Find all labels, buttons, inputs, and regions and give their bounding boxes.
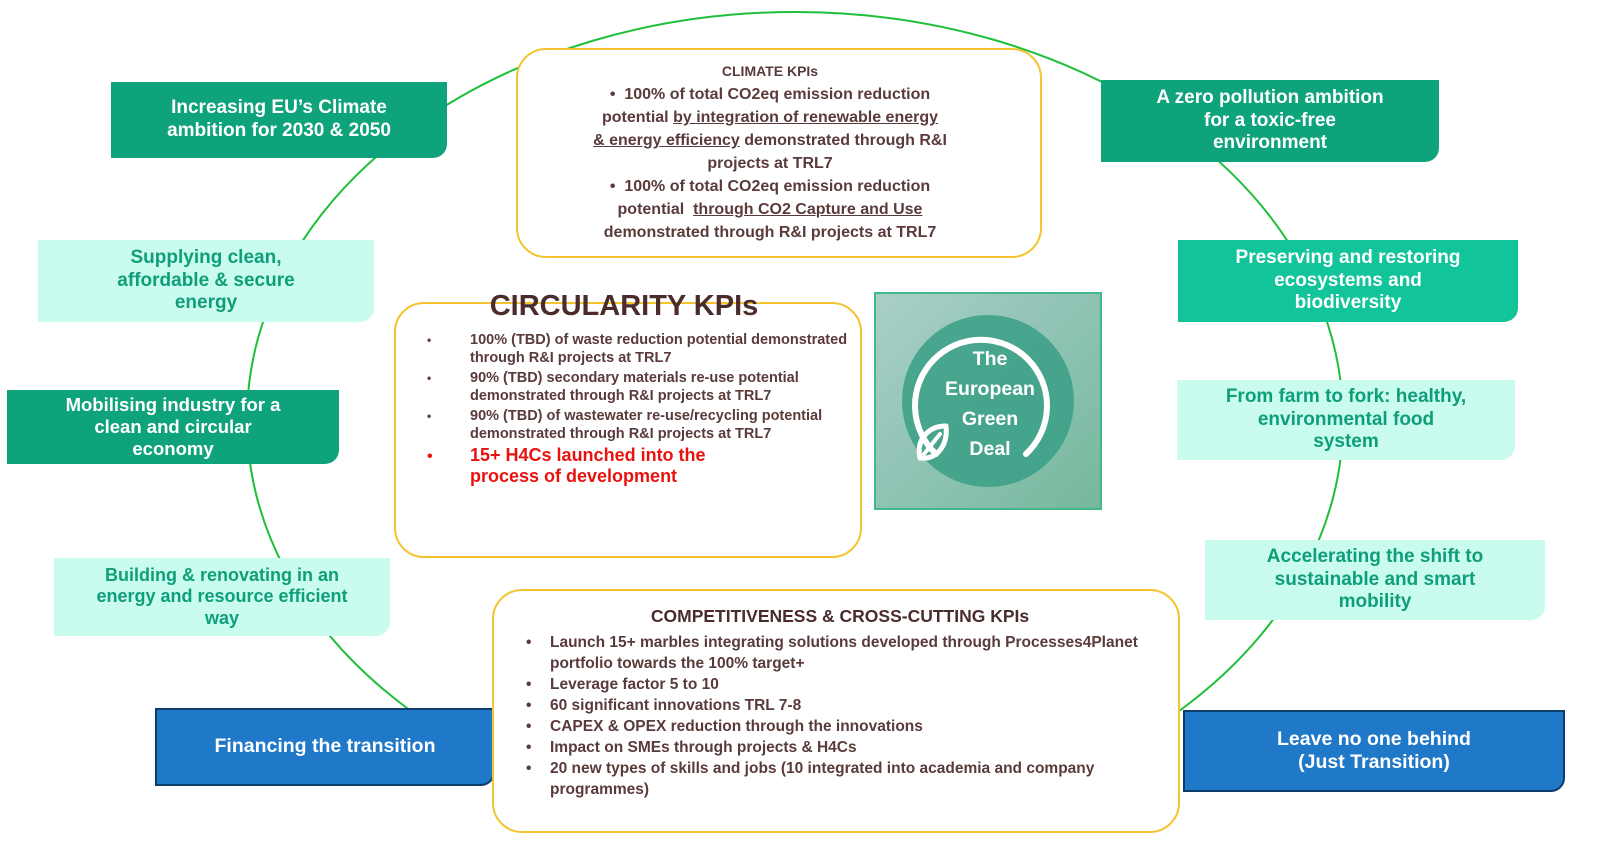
- logo-arc: [912, 336, 1050, 457]
- goal-farm-to-fork: From farm to fork: healthy, environmenta…: [1177, 380, 1515, 460]
- bullet: •: [609, 86, 616, 103]
- goal-just-transition-line-2: (Just Transition): [1298, 751, 1450, 773]
- logo-graphic: [902, 315, 1074, 487]
- circularity-kpi-text: 90% (TBD) secondary materials re-use pot…: [470, 370, 799, 404]
- competitiveness-kpi-text: 20 new types of skills and jobs (10 inte…: [550, 760, 1095, 798]
- competitiveness-kpi-item: •60 significant innovations TRL 7-8: [526, 697, 802, 714]
- goal-mobility-line-2: sustainable and smart: [1274, 568, 1476, 590]
- circularity-kpi-item: •90% (TBD) of wastewater re-use/recyclin…: [427, 408, 823, 442]
- goal-clean-energy: Supplying clean, affordable & secure ene…: [38, 240, 374, 322]
- goal-farm-to-fork-line-1: From farm to fork: healthy,: [1225, 385, 1467, 407]
- goal-zero-pollution: A zero pollution ambition for a toxic-fr…: [1101, 80, 1439, 162]
- circularity-kpi-item-highlight: •15+ H4Cs launched into the process of d…: [427, 445, 706, 486]
- climate-kpi-1-underlined: & energy efficiency: [593, 132, 740, 149]
- logo-text: The European Green Deal: [916, 344, 1064, 464]
- circularity-kpi-item: •90% (TBD) secondary materials re-use po…: [427, 370, 799, 404]
- logo-line-3: Green: [961, 408, 1019, 430]
- climate-kpi-item-2: • 100% of total CO2eq emission reduction…: [540, 175, 1000, 244]
- climate-kpi-1-text: 100% of total CO2eq emission reduction: [624, 86, 931, 103]
- goal-zero-pollution-line-2: for a toxic-free: [1204, 109, 1336, 131]
- competitiveness-kpi-text: Launch 15+ marbles integrating solutions…: [550, 634, 1138, 672]
- goal-industry: Mobilising industry for a clean and circ…: [7, 390, 339, 464]
- goal-industry-line-2: clean and circular: [94, 415, 252, 437]
- climate-kpi-1-text: projects at TRL7: [707, 155, 833, 172]
- competitiveness-kpi-text: 60 significant innovations TRL 7-8: [550, 697, 802, 714]
- competitiveness-kpi-text: Leverage factor 5 to 10: [550, 676, 719, 693]
- goal-building-line-2: energy and resource efficient: [96, 586, 348, 607]
- goal-building: Building & renovating in an energy and r…: [54, 558, 390, 636]
- goal-ecosystems-line-3: biodiversity: [1294, 292, 1402, 314]
- goal-industry-line-3: economy: [132, 438, 214, 460]
- circularity-kpi-text: 15+ H4Cs launched into the process of de…: [470, 445, 706, 486]
- goal-mobility-line-3: mobility: [1338, 591, 1412, 613]
- bullet: •: [609, 178, 616, 195]
- european-green-deal-logo: The European Green Deal: [874, 292, 1102, 510]
- goal-ecosystems-line-1: Preserving and restoring: [1235, 246, 1461, 268]
- goal-zero-pollution-line-1: A zero pollution ambition: [1156, 86, 1384, 108]
- competitiveness-kpi-item: •Impact on SMEs through projects & H4Cs: [526, 739, 857, 756]
- goal-building-line-3: way: [204, 607, 240, 628]
- goal-farm-to-fork-line-3: system: [1313, 431, 1379, 453]
- leaf-icon: [916, 423, 949, 461]
- circularity-kpi-text: 100% (TBD) of waste reduction potential …: [470, 332, 848, 366]
- goal-ecosystems-line-2: ecosystems and: [1274, 269, 1422, 291]
- logo-line-4: Deal: [969, 438, 1011, 460]
- climate-kpi-2-text: demonstrated through R&I projects at TRL…: [603, 224, 937, 241]
- climate-kpi-1-text: potential: [601, 109, 669, 126]
- goal-clean-energy-line-3: energy: [174, 292, 238, 314]
- competitiveness-kpi-item: •Leverage factor 5 to 10: [526, 676, 719, 693]
- climate-kpis: CLIMATE KPIs • 100% of total CO2eq emiss…: [540, 60, 1000, 244]
- goal-just-transition-line-1: Leave no one behind: [1277, 727, 1471, 750]
- competitiveness-kpi-text: Impact on SMEs through projects & H4Cs: [550, 739, 857, 756]
- goal-climate-ambition-line-1: Increasing EU’s Climate: [171, 97, 387, 119]
- circularity-kpis-box: [394, 302, 862, 558]
- competitiveness-kpis-box: [492, 589, 1180, 833]
- circularity-kpi-text: 90% (TBD) of wastewater re-use/recycling…: [470, 408, 823, 442]
- climate-kpi-1-underlined: by integration of renewable energy: [673, 109, 939, 126]
- competitiveness-kpi-text: CAPEX & OPEX reduction through the innov…: [550, 718, 923, 735]
- goal-financing: Financing the transition: [155, 708, 495, 786]
- circularity-kpis-list: •100% (TBD) of waste reduction potential…: [420, 331, 860, 489]
- goal-zero-pollution-line-3: environment: [1212, 132, 1328, 154]
- goal-industry-line-1: Mobilising industry for a: [65, 393, 281, 415]
- climate-kpi-item-1: • 100% of total CO2eq emission reduction…: [540, 83, 1000, 175]
- goal-ecosystems: Preserving and restoring ecosystems and …: [1178, 240, 1518, 322]
- climate-kpi-2-text: 100% of total CO2eq emission reduction: [624, 178, 931, 195]
- climate-kpis-title: CLIMATE KPIs: [721, 63, 819, 79]
- goal-farm-to-fork-line-2: environmental food: [1257, 408, 1435, 430]
- competitiveness-kpi-item: •20 new types of skills and jobs (10 int…: [526, 760, 1095, 798]
- goal-just-transition: Leave no one behind (Just Transition): [1183, 710, 1565, 792]
- competitiveness-kpi-item: •CAPEX & OPEX reduction through the inno…: [526, 718, 923, 735]
- logo-line-1: The: [972, 348, 1008, 370]
- goal-building-line-1: Building & renovating in an: [105, 564, 339, 585]
- circularity-kpi-item: •100% (TBD) of waste reduction potential…: [427, 332, 848, 366]
- climate-kpi-2-underlined: through CO2 Capture and Use: [693, 201, 923, 218]
- goal-climate-ambition-line-2: ambition for 2030 & 2050: [167, 120, 391, 141]
- goal-climate-ambition: Increasing EU’s Climate ambition for 203…: [111, 82, 447, 158]
- climate-kpi-2-text: potential: [617, 201, 685, 218]
- climate-kpis-box: [516, 48, 1042, 258]
- goal-clean-energy-line-2: affordable & secure: [117, 269, 295, 291]
- competitiveness-kpis-list: •Launch 15+ marbles integrating solution…: [520, 632, 1160, 800]
- logo-line-2: European: [945, 378, 1035, 400]
- climate-kpi-1-text: demonstrated through R&I: [744, 132, 947, 149]
- goal-financing-line-1: Financing the transition: [214, 735, 436, 758]
- goal-mobility: Accelerating the shift to sustainable an…: [1205, 540, 1545, 620]
- circularity-kpis-title: CIRCULARITY KPIs: [489, 290, 759, 322]
- goal-clean-energy-line-1: Supplying clean,: [130, 246, 282, 268]
- competitiveness-kpis-title: COMPETITIVENESS & CROSS-CUTTING KPIs: [650, 606, 1030, 626]
- goal-mobility-line-1: Accelerating the shift to: [1266, 545, 1484, 567]
- competitiveness-kpi-item: •Launch 15+ marbles integrating solution…: [526, 634, 1138, 672]
